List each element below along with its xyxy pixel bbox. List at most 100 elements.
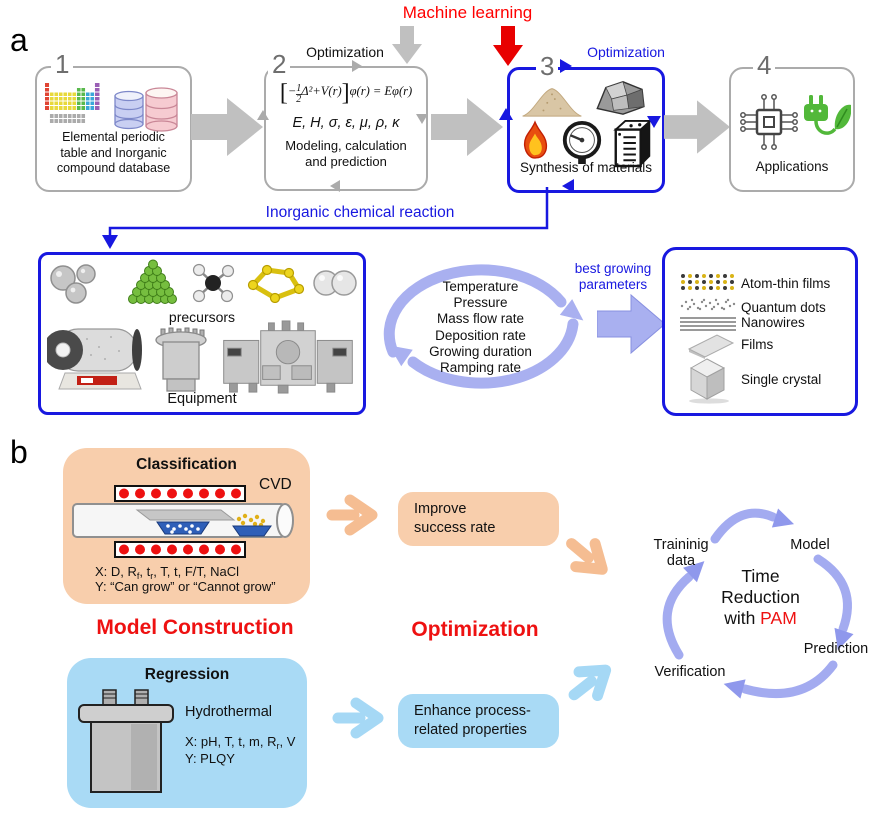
box3-cycle-arrow-top: [560, 59, 572, 73]
regression-title: Regression: [144, 666, 230, 683]
param-deposition: Deposition rate: [435, 327, 526, 343]
time-reduction-label: Time Reduction with PAM: [721, 566, 800, 628]
box1-caption: Elemental periodic table and Inorganic c…: [56, 130, 171, 175]
model-construction-title: Model Construction: [96, 616, 294, 639]
enhance-properties-box: Enhance process- related properties: [398, 694, 559, 748]
box1-number: 1: [51, 51, 74, 77]
pam-cycle-arrows: [662, 508, 854, 699]
param-mass-flow: Mass flow rate: [436, 311, 525, 327]
box3-cycle-arrow-left: [499, 108, 513, 120]
box3-cycle-arrow-bottom: [562, 179, 574, 193]
box3-to-precursors-connector: [102, 187, 549, 249]
films-icon: [687, 334, 735, 359]
box4-applications: 4 Applications: [729, 52, 855, 192]
enhance-to-cycle-arrow: [568, 664, 612, 702]
autoclave-equipment-icon: [155, 327, 207, 392]
machine-learning-title: Machine learning: [402, 3, 533, 22]
cycle-training-data: Traininig data: [653, 537, 709, 569]
panel-a-label: a: [10, 22, 28, 58]
box2-cycle-arrow-bottom: [330, 180, 340, 192]
classification-box: Classification CVD X: D, Rf, tr, T, t, F…: [63, 448, 310, 604]
powder-icon: [522, 88, 582, 117]
cycle-prediction: Prediction: [803, 641, 869, 657]
green-energy-plug-icon: [804, 95, 851, 135]
molecule-icon: [192, 263, 235, 303]
best-parameters-arrow-icon: [597, 293, 666, 355]
classification-x-line: X: D, Rf, tr, T, t, F/T, NaCl: [95, 564, 239, 581]
product-atom-thin-films: Atom-thin films: [741, 276, 831, 291]
green-pile-icon: [128, 259, 177, 304]
cycle-model: Model: [790, 537, 830, 553]
growth-parameters-list: Temperature Pressure Mass flow rate Depo…: [388, 279, 573, 376]
box3-synthesis: 3 Synthesis o: [507, 53, 665, 193]
best-growing-label: best growing parameters: [574, 261, 652, 292]
quantum-dots-icon: [680, 298, 736, 311]
box2-cycle-arrow-top: [352, 60, 362, 72]
ring-molecule-icon: [247, 264, 305, 303]
box2-cycle-arrow-left: [257, 110, 269, 120]
arrow-box2-box3-icon: [431, 98, 503, 156]
database-icon: [114, 87, 178, 132]
chip-icon: [740, 94, 798, 150]
panel-b-label: b: [10, 434, 28, 470]
box2-cycle-arrow-right: [416, 114, 428, 124]
box2-caption: Modeling, calculation and prediction: [285, 138, 407, 169]
pressure-gauge-icon: [562, 120, 602, 164]
param-pressure: Pressure: [453, 295, 508, 311]
cycle-verification: Verification: [654, 664, 726, 680]
optimization-label-box2: Optimization: [306, 44, 384, 60]
product-films: Films: [741, 337, 774, 352]
param-duration: Growing duration: [429, 343, 532, 359]
product-nanowires: Nanowires: [741, 315, 805, 330]
equipment-label: Equipment: [167, 391, 237, 407]
periodic-table-icon: [45, 83, 100, 123]
flame-icon: [523, 120, 548, 159]
box2-number: 2: [268, 51, 291, 77]
parameter-cycle-arrows: [383, 264, 584, 389]
atom-thin-films-icon: [681, 274, 734, 290]
box1-database: 1: [35, 51, 192, 192]
precursors-label: precursors: [168, 309, 236, 325]
arrow-box3-box4-icon: [664, 100, 730, 154]
enhance-properties-text: Enhance process- related properties: [414, 703, 531, 738]
deposition-system-icon: [223, 320, 353, 394]
box3-number: 3: [536, 53, 559, 79]
product-single-crystal: Single crystal: [741, 372, 822, 387]
cvd-furnace-diagram: [72, 485, 294, 558]
product-quantum-dots: Quantum dots: [741, 300, 826, 315]
box3-caption: Synthesis of materials: [519, 160, 653, 175]
precursors-equipment-box: precursors: [38, 252, 366, 415]
products-box: Atom-thin films Quantum dots Nanowires F…: [662, 247, 858, 416]
improve-success-box: Improve success rate: [398, 492, 559, 546]
autoclave-drawing: [78, 689, 174, 793]
classification-to-improve-arrow: [326, 494, 378, 536]
box3-cycle-arrow-right: [647, 116, 661, 128]
param-temperature: Temperature: [442, 279, 519, 294]
red-down-arrow-icon: [493, 26, 523, 66]
furnace-icon: [613, 120, 653, 168]
inorganic-reaction-label: Inorganic chemical reaction: [265, 204, 455, 221]
classification-y-line: Y: “Can grow” or “Cannot grow”: [95, 579, 276, 594]
optimization-label-box3: Optimization: [587, 44, 665, 60]
cvd-label: CVD: [259, 476, 292, 493]
regression-to-enhance-arrow: [332, 697, 384, 739]
param-ramping: Ramping rate: [439, 360, 522, 376]
arrow-box1-box2-icon: [191, 98, 263, 156]
foil-icon: [596, 81, 645, 115]
nanowires-icon: [680, 317, 736, 331]
classification-title: Classification: [136, 456, 237, 473]
improve-success-text: Improve success rate: [414, 501, 496, 536]
regression-box: Regression Hydrothermal X: pH, T, t, m, …: [67, 658, 307, 808]
pam-label: PAM: [760, 608, 797, 628]
improve-to-cycle-arrow: [566, 538, 608, 575]
tube-furnace-icon: [47, 328, 142, 390]
box4-number: 4: [753, 52, 776, 78]
hydrothermal-label: Hydrothermal: [185, 704, 273, 720]
optimization-title: Optimization: [411, 618, 539, 641]
regression-x-line: X: pH, T, t, m, Rr, V: [185, 734, 296, 751]
gray-down-arrow-icon: [392, 26, 422, 64]
property-symbols: E, H, σ, ε, μ, ρ, κ: [292, 115, 400, 131]
